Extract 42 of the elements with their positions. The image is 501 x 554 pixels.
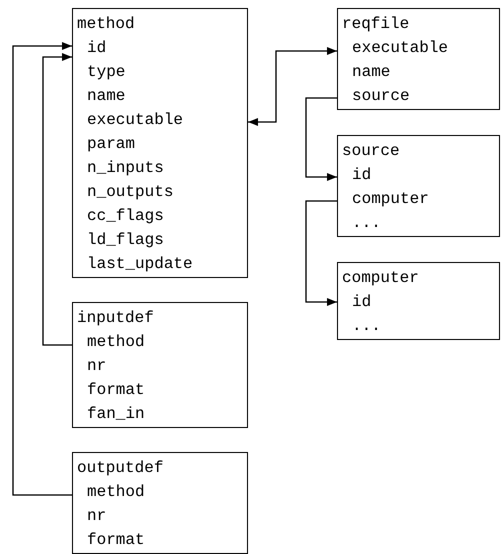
field-name: format [87,531,145,549]
field-name: last_update [87,255,193,273]
table-name: reqfile [342,15,410,33]
field-name: id [352,293,372,311]
field-name: type [87,63,126,81]
arrow [305,97,337,181]
field-name: param [87,135,136,153]
field-name: method [87,333,145,351]
table-box [337,262,500,340]
table-name: method [77,15,135,33]
table-box [72,8,248,278]
arrow [42,53,72,346]
field-name: computer [352,190,429,208]
field-name: id [87,39,106,57]
field-name: cc_flags [87,207,164,225]
field-name: name [352,63,390,81]
field-name: ld_flags [87,231,164,249]
table-box [72,452,248,554]
table-box [337,135,500,237]
field-name: method [87,483,145,501]
field-name: n_outputs [87,183,174,201]
field-name: n_inputs [87,159,164,177]
table-box [337,8,500,110]
field-name: executable [87,111,184,129]
field-name: format [87,381,145,399]
table-box [72,302,248,428]
field-name: id [352,166,372,184]
field-name: ... [352,214,381,232]
arrow [12,42,72,496]
field-name: nr [87,357,106,375]
field-name: fan_in [87,405,145,423]
field-name: source [352,87,410,105]
table-name: outputdef [77,459,164,477]
table-name: inputdef [77,309,154,327]
field-name: executable [352,39,448,57]
arrow [305,200,337,306]
arrow [248,47,337,126]
table-name: computer [342,269,419,287]
field-name: nr [87,507,106,525]
field-name: ... [352,317,381,335]
field-name: name [87,87,126,105]
table-name: source [342,142,400,160]
